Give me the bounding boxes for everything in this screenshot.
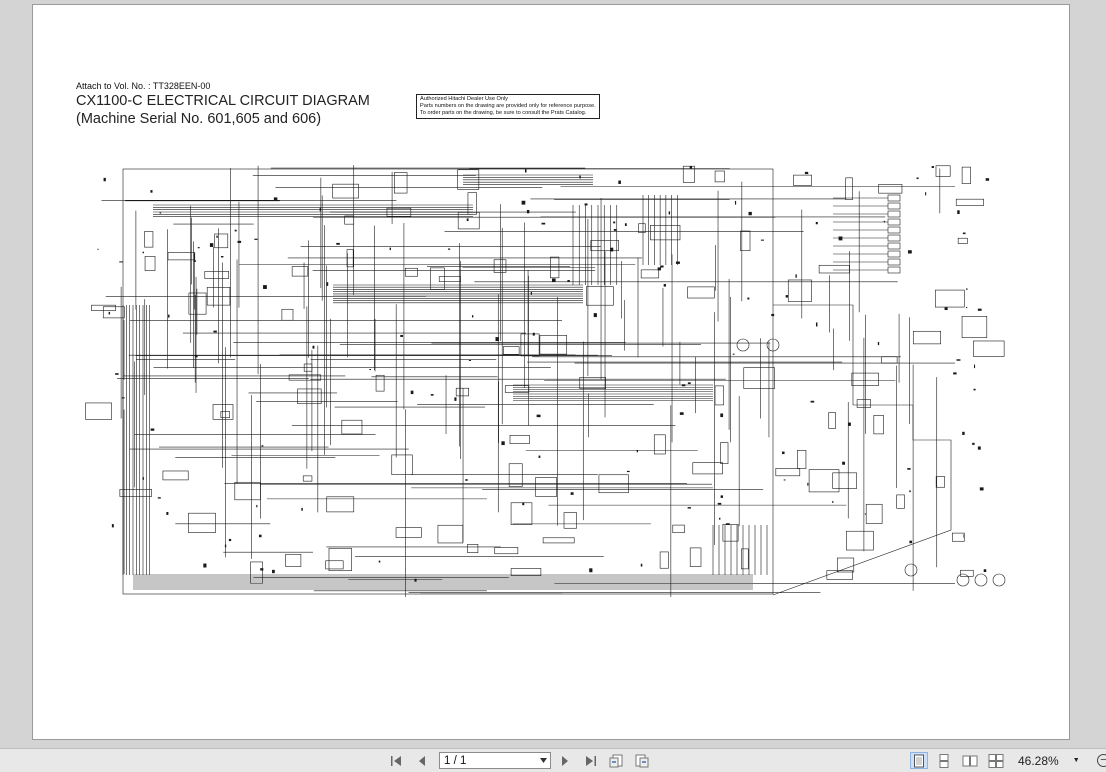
back-view-icon bbox=[609, 754, 623, 768]
attach-volume-label: Attach to Vol. No. : TT328EEN-00 bbox=[76, 81, 211, 91]
continuous-icon bbox=[939, 754, 949, 768]
zoom-out-icon: − bbox=[1100, 754, 1106, 766]
continuous-facing-view-button[interactable] bbox=[988, 753, 1004, 769]
page-number-select[interactable]: 1 / 1 bbox=[439, 752, 551, 769]
diagram-title: CX1100-C ELECTRICAL CIRCUIT DIAGRAM bbox=[76, 93, 370, 109]
facing-view-button[interactable] bbox=[962, 753, 978, 769]
notice-line: Parts numbers on the drawing are provide… bbox=[420, 103, 596, 109]
prev-page-icon bbox=[419, 756, 425, 766]
document-viewport[interactable]: Attach to Vol. No. : TT328EEN-00 CX1100-… bbox=[0, 0, 1106, 748]
continuous-view-button[interactable] bbox=[936, 753, 952, 769]
diagram-subtitle: (Machine Serial No. 601,605 and 606) bbox=[76, 111, 322, 127]
chevron-down-icon: ▼ bbox=[1072, 757, 1080, 764]
forward-view-icon bbox=[635, 754, 649, 768]
continuous-facing-icon bbox=[988, 754, 1004, 768]
dealer-notice-box: Authorized Hitachi Dealer Use Only Parts… bbox=[416, 94, 600, 119]
zoom-level-value: 46.28% bbox=[1018, 753, 1059, 768]
circuit-diagram bbox=[85, 165, 1006, 597]
single-page-icon bbox=[914, 754, 924, 767]
pdf-page: Attach to Vol. No. : TT328EEN-00 CX1100-… bbox=[32, 4, 1070, 740]
single-page-view-button[interactable] bbox=[910, 752, 928, 769]
last-page-button[interactable] bbox=[582, 753, 598, 769]
facing-icon bbox=[962, 755, 978, 767]
zoom-level-select[interactable]: 46.28% ▼ bbox=[1018, 752, 1098, 769]
next-view-button[interactable] bbox=[634, 753, 650, 769]
first-page-button[interactable] bbox=[389, 753, 405, 769]
next-page-button[interactable] bbox=[557, 753, 573, 769]
zoom-out-button[interactable]: − bbox=[1097, 754, 1106, 767]
next-page-icon bbox=[562, 756, 568, 766]
page-number-value: 1 / 1 bbox=[444, 754, 467, 767]
last-page-icon bbox=[586, 756, 596, 766]
previous-view-button[interactable] bbox=[608, 753, 624, 769]
bottom-toolbar: 1 / 1 46.28% ▼ − bbox=[0, 748, 1106, 772]
chevron-down-icon bbox=[540, 758, 547, 763]
notice-line: Authorized Hitachi Dealer Use Only bbox=[420, 96, 508, 102]
first-page-icon bbox=[391, 756, 401, 766]
prev-page-button[interactable] bbox=[414, 753, 430, 769]
notice-line: To order parts on the drawing, be sure t… bbox=[420, 110, 587, 116]
